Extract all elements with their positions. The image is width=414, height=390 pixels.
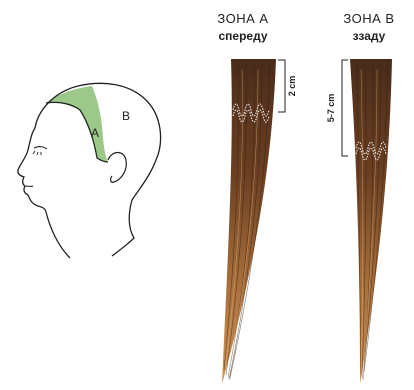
hair-strand-b: 5-7 cm <box>326 59 392 384</box>
ear-icon <box>108 153 126 183</box>
head-label-a: A <box>91 126 99 140</box>
measure-bracket-b <box>342 60 348 156</box>
head-profile: A B <box>18 83 161 258</box>
hair-strand-a: 2 cm <box>222 59 297 384</box>
measure-label-a: 2 cm <box>287 76 297 97</box>
strand-b-body <box>350 59 392 384</box>
head-label-b: B <box>122 109 130 123</box>
eye-icon <box>34 147 47 149</box>
measure-bracket-a <box>278 60 285 112</box>
eyelash-icon <box>33 151 41 155</box>
measure-label-b: 5-7 cm <box>326 94 336 123</box>
neck-front <box>46 212 70 258</box>
face-profile <box>18 128 46 212</box>
